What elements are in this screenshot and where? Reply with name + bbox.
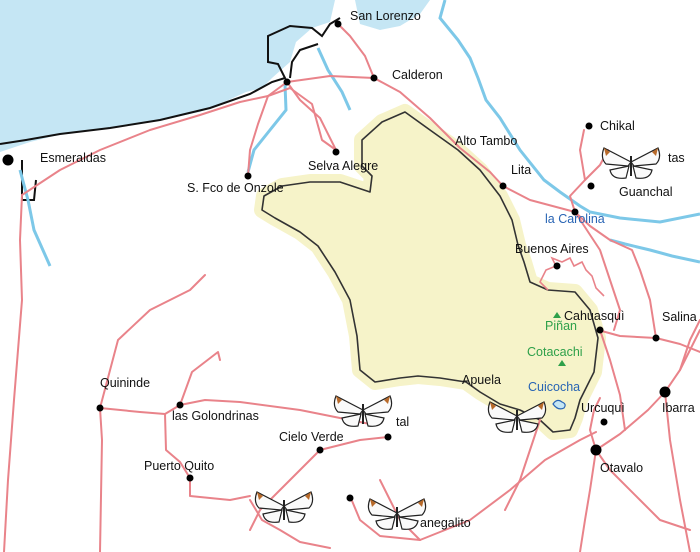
town-marker-esmeraldas (2, 154, 14, 166)
reserve-border (261, 111, 599, 433)
label-puerto-quito: Puerto Quito (144, 459, 215, 473)
label-chikal: Chikal (600, 119, 635, 133)
town-marker-otavalo (590, 444, 602, 456)
label-lita: Lita (511, 163, 532, 177)
town-marker-quininde (96, 404, 104, 412)
label-ibarra: Ibarra (662, 401, 695, 415)
town-marker-las-golondrinas (176, 401, 184, 409)
cuicocha-lake-icon (552, 399, 566, 410)
town-marker-la-carolina (571, 208, 579, 216)
town-marker-salina (652, 334, 660, 342)
rivers (18, 0, 700, 267)
label-apuela: Apuela (462, 373, 501, 387)
glasswing-butterfly-icon (487, 401, 547, 433)
label-calderon: Calderon (392, 68, 443, 82)
label-la-carolina: la Carolina (545, 212, 605, 226)
label-cielo-verde: Cielo Verde (279, 430, 344, 444)
town-marker-selva-alegre (332, 148, 340, 156)
cotacachi-peak-icon (558, 360, 566, 366)
label-alto-tambo: Alto Tambo (455, 134, 518, 148)
glasswing-butterfly-icon (601, 147, 661, 179)
label-tas: tas (668, 151, 685, 165)
label-pinan: Piñan (545, 319, 577, 333)
sea-area (0, 0, 335, 152)
label-esmeraldas: Esmeraldas (40, 151, 106, 165)
label-quininde: Quininde (100, 376, 151, 390)
town-marker-guanchal (587, 182, 595, 190)
town-marker-nanegalito (346, 494, 354, 502)
label-s-fco-de-onzole: S. Fco de Onzole (187, 181, 284, 195)
pinan-peak-icon (553, 312, 561, 318)
town-marker-ibarra (659, 386, 671, 398)
label-otavalo: Otavalo (600, 461, 644, 475)
glasswing-butterfly-icon (367, 498, 427, 530)
town-marker-chikal (585, 122, 593, 130)
label-selva-alegre: Selva Alegre (308, 159, 379, 173)
label-nanegalito: anegalito (420, 516, 471, 530)
town-marker-san-lorenzo (334, 20, 342, 28)
label-urcuqui: Urcuquì (581, 401, 625, 415)
label-salina: Salina (662, 310, 697, 324)
town-marker-calderon (370, 74, 378, 82)
label-las-golondrinas: las Golondrinas (172, 409, 259, 423)
label-guanchal: Guanchal (619, 185, 673, 199)
sea-area-east (355, 0, 430, 30)
glasswing-butterfly-icon (333, 395, 393, 427)
label-cahuasqui: Cahuasquì (564, 309, 625, 323)
label-cuicocha: Cuicocha (528, 380, 581, 394)
roads (3, 23, 700, 552)
reserve-border-river (539, 256, 605, 297)
label-buenos-aires: Buenos Aires (515, 242, 589, 256)
town-marker-cahuasqui (596, 326, 604, 334)
town-marker-s-fco-de-onzole (244, 172, 252, 180)
label-tal: tal (396, 415, 410, 429)
town-marker-junction (283, 78, 291, 86)
town-marker-urcuqui (600, 418, 608, 426)
town-marker-tal (384, 433, 392, 441)
town-marker-lita (499, 182, 507, 190)
label-san-lorenzo: San Lorenzo (350, 9, 421, 23)
town-marker-cielo-verde (316, 446, 324, 454)
glasswing-butterfly-icon (254, 491, 314, 523)
town-marker-puerto-quito (186, 474, 194, 482)
label-cotacachi: Cotacachi (527, 345, 583, 359)
town-marker-buenos-aires (553, 262, 561, 270)
